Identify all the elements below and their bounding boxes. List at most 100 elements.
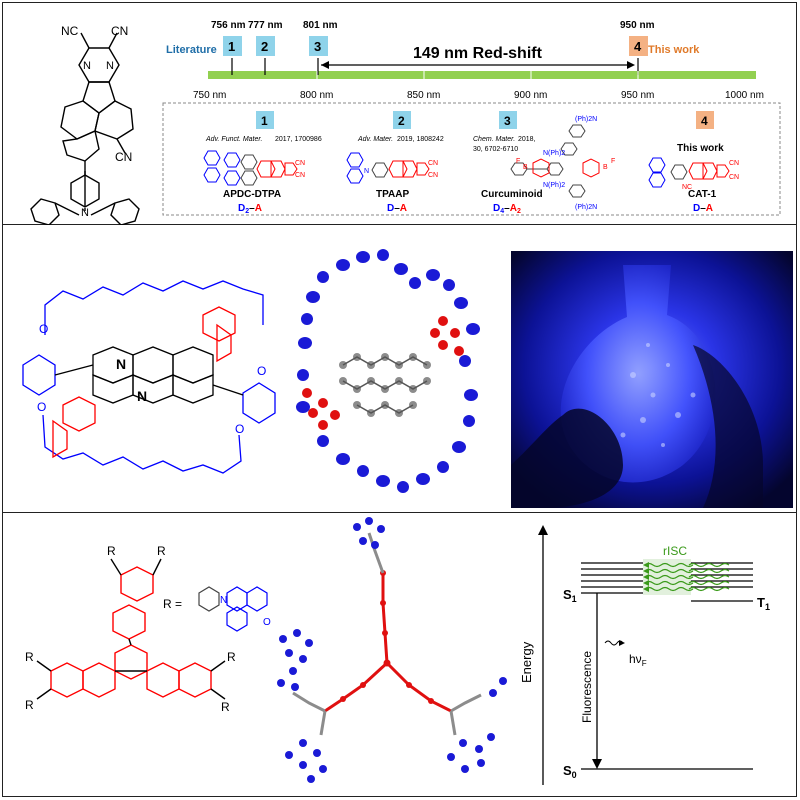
compound-3-nph2-b: N(Ph)2 — [543, 182, 565, 189]
t1-letter: T — [757, 595, 765, 610]
r-definition-label: R = — [163, 597, 182, 611]
compound-ref-detail-1: 2017, 1700986 — [275, 136, 322, 143]
compound-card-3: 3 Chem. Mater. 2018, 30, 6702-6710 (Ph)2… — [473, 111, 615, 215]
panel3-canvas: R R R R R R R = N O — [25, 517, 770, 785]
compound-type-3-dsub: 4 — [500, 208, 504, 215]
risc-wavy-arrows — [688, 562, 730, 592]
compound-num-4: 4 — [701, 114, 708, 128]
fluorescence-label: Fluorescence — [580, 651, 594, 723]
compound-4-nc: NC — [682, 184, 692, 191]
crystal-gray-core — [339, 353, 431, 417]
r-label-left-a: R — [25, 650, 34, 664]
compound-3-b-b: B — [603, 164, 608, 171]
compound-type-1-dsub: 2 — [245, 208, 249, 215]
tripod-crystal-structure — [277, 517, 507, 783]
compound-type-2-d: D — [387, 203, 394, 214]
marker-num-4: 4 — [634, 39, 642, 54]
compound-type-3-d: D — [493, 203, 500, 214]
hv-subscript: F — [642, 659, 647, 668]
tripod-red-core — [324, 573, 452, 713]
macrocycle-n-top: N — [116, 356, 126, 372]
energy-axis-label: Energy — [519, 641, 534, 683]
compound-structure-1-donor — [203, 150, 241, 186]
compound-type-1-a: A — [255, 203, 262, 214]
compound-type-4: D–A — [693, 203, 713, 214]
compound-num-2: 2 — [398, 114, 405, 128]
panel-triptycene-jablonski: R R R R R R R = N O — [3, 513, 796, 796]
compound-type-1-d: D — [238, 203, 245, 214]
flask-bubbles — [620, 343, 696, 447]
compound-structure-4-linker — [670, 164, 688, 180]
compound-num-box-3 — [499, 111, 517, 129]
compound-type-2: D–A — [387, 203, 407, 214]
compound-3-nph2-a: N(Ph)2 — [543, 150, 565, 157]
marker-num-1: 1 — [228, 39, 235, 54]
compound-structure-2-donor — [346, 152, 364, 184]
s0-subscript: 0 — [572, 770, 577, 780]
hv-text: hν — [629, 652, 642, 666]
compound-structure-1-linker — [240, 154, 258, 186]
marker-box-1 — [223, 36, 242, 56]
compound-ref-detail-2: 2019, 1808242 — [397, 136, 444, 143]
marker-value-2: 777 nm — [248, 20, 283, 31]
tripod-gray-linkers — [292, 532, 482, 736]
macrocycle-structure — [22, 280, 276, 474]
tripod-blue-atoms — [277, 517, 507, 783]
compound-num-3: 3 — [504, 114, 511, 128]
compound-structure-2-acceptor — [388, 160, 430, 178]
label-n-right: N — [106, 60, 114, 72]
r-label-top-right: R — [157, 544, 166, 558]
compound-type-2-dash: – — [394, 203, 400, 214]
compound-4-cn-a: CN — [729, 160, 739, 167]
tripod-red-atoms — [340, 570, 434, 704]
label-cn-top: CN — [111, 24, 128, 38]
axis-tick-750: 750 nm — [193, 90, 226, 101]
compound-structure-4-donor — [648, 157, 666, 188]
marker-box-3 — [309, 36, 328, 56]
macrocycle-o-3: O — [257, 364, 266, 378]
compound-num-box-2 — [393, 111, 411, 129]
marker-box-2 — [256, 36, 275, 56]
marker-value-1: 756 nm — [211, 20, 246, 31]
compound-4-cn-b: CN — [729, 174, 739, 181]
r-phenoxazine-o: O — [263, 617, 271, 628]
r-phenoxazine — [226, 586, 268, 632]
compound-structure-3 — [510, 124, 586, 198]
t1-label: T1 — [757, 595, 770, 612]
compound-type-4-a: A — [706, 203, 713, 214]
this-work-label: This work — [648, 44, 700, 56]
compound-ref-journal-1: Adv. Funct. Mater. — [205, 136, 262, 143]
jablonski-diagram: Energy — [519, 525, 770, 785]
s1-subscript: 1 — [572, 594, 577, 604]
macrocycle-n-bottom: N — [137, 388, 147, 404]
compound-ref-journal-3: Chem. Mater. — [473, 136, 515, 143]
axis-tick-800: 800 nm — [300, 90, 333, 101]
r-phenoxazine-n: N — [220, 595, 227, 606]
compound-num-box-1 — [256, 111, 274, 129]
label-cn-lower: CN — [115, 150, 132, 164]
panel-redshift-comparison: NC CN N N CN N Literature This work 756 … — [3, 3, 796, 225]
redshift-label: 149 nm Red-shift — [413, 45, 543, 62]
label-nc-top: NC — [61, 24, 79, 38]
label-amine-n: N — [81, 207, 89, 219]
compound-type-3-asub: 2 — [517, 208, 521, 215]
compound-structure-2-linker — [371, 162, 389, 178]
risc-region — [643, 559, 691, 595]
compound-name-1: APDC-DTPA — [223, 189, 281, 200]
compound-3-ph2n-top: (Ph)2N — [575, 116, 597, 123]
s0-label: S0 — [563, 763, 577, 780]
r-phenyl — [198, 586, 220, 612]
compound-2-cn-a: CN — [428, 160, 438, 167]
marker-num-2: 2 — [261, 39, 268, 54]
r-label-top-left: R — [107, 544, 116, 558]
fluorescence-arrowhead — [592, 759, 602, 769]
compound-ref-journal-2: Adv. Mater. — [357, 136, 393, 143]
compound-type-1: D2–A — [238, 203, 262, 215]
triptycene-structure — [36, 558, 226, 700]
compound-name-4: CAT-1 — [688, 189, 717, 200]
crystal-blue-atoms — [296, 249, 480, 493]
s1-letter: S — [563, 587, 572, 602]
axis-tick-900: 900 nm — [514, 90, 547, 101]
r-label-right-b: R — [221, 700, 230, 714]
timeline-tick-marks — [316, 71, 639, 79]
